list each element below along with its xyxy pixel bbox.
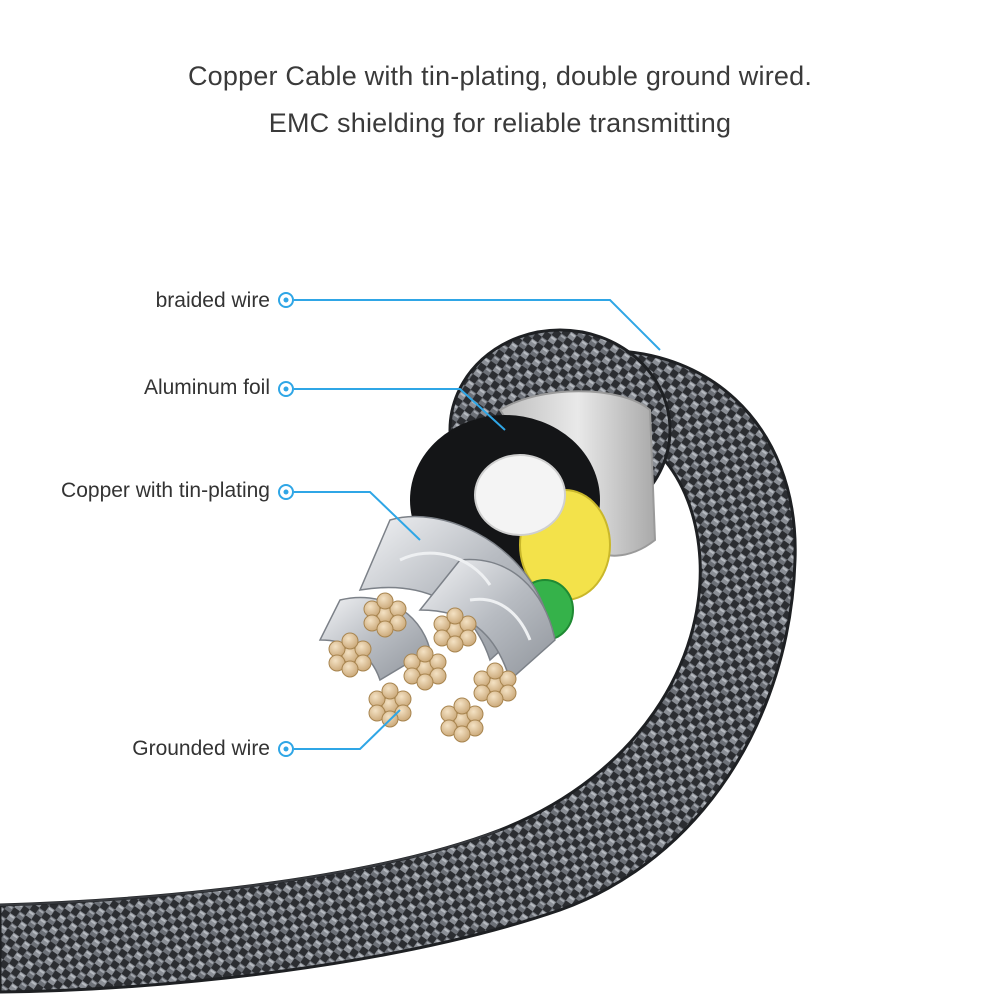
copper-strand bbox=[446, 635, 464, 653]
copper-bundle bbox=[328, 632, 372, 678]
copper-strand bbox=[376, 592, 394, 610]
callout-dot-foil bbox=[283, 386, 289, 392]
copper-strand bbox=[376, 620, 394, 638]
callout-dot-braided bbox=[283, 297, 289, 303]
copper-strand bbox=[486, 662, 504, 680]
copper-strand bbox=[381, 682, 399, 700]
copper-bundle bbox=[440, 697, 484, 743]
copper-bundle bbox=[363, 592, 407, 638]
copper-strand bbox=[341, 632, 359, 650]
headline-line-1: Copper Cable with tin-plating, double gr… bbox=[187, 61, 813, 91]
callout-lines bbox=[294, 299, 661, 750]
copper-strand bbox=[453, 725, 471, 743]
copper-bundle bbox=[473, 662, 517, 708]
callout-label-aluminum-foil: Aluminum foil bbox=[143, 376, 270, 399]
callout-dot-ground bbox=[283, 746, 289, 752]
copper-strand bbox=[446, 607, 464, 625]
copper-strand-bundles bbox=[328, 592, 517, 743]
copper-strand bbox=[416, 645, 434, 663]
copper-strand bbox=[486, 690, 504, 708]
braided-cable-body bbox=[0, 349, 797, 994]
tin-plated-strands bbox=[318, 515, 556, 682]
copper-strand bbox=[453, 697, 471, 715]
callout-markers bbox=[278, 292, 294, 757]
copper-bundle bbox=[403, 645, 447, 691]
callout-label-copper-tin-plating: Copper with tin-plating bbox=[61, 479, 270, 502]
headline-line-2: EMC shielding for reliable transmitting bbox=[268, 108, 732, 138]
callout-label-braided-wire: braided wire bbox=[155, 289, 270, 312]
copper-bundle bbox=[433, 607, 477, 653]
copper-strand bbox=[341, 660, 359, 678]
callout-dot-copper bbox=[283, 489, 289, 495]
callout-label-grounded-wire: Grounded wire bbox=[132, 737, 270, 760]
copper-strand bbox=[416, 673, 434, 691]
